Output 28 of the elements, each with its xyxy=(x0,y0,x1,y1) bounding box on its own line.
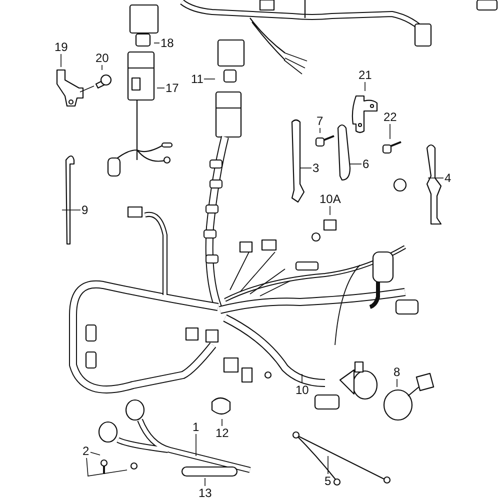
callout-number: 18 xyxy=(160,37,174,49)
callout-number: 12 xyxy=(216,427,229,439)
callout-number: 21 xyxy=(358,69,372,81)
callout-number: 10A xyxy=(320,193,341,205)
leader-line xyxy=(90,452,100,456)
leader-line xyxy=(204,78,216,80)
callout-number: 10 xyxy=(296,384,309,396)
leader-line xyxy=(60,54,62,68)
callout-number: 5 xyxy=(324,475,332,487)
callout-number: 19 xyxy=(54,41,68,53)
callout-number: 9 xyxy=(82,204,88,216)
leader-line xyxy=(154,42,160,44)
callout-number: 7 xyxy=(316,115,324,127)
callout-number: 2 xyxy=(82,445,90,457)
leader-line xyxy=(204,478,206,486)
leader-line xyxy=(86,458,128,476)
leader-line xyxy=(364,82,366,92)
callout-number: 20 xyxy=(96,52,109,64)
leader-line xyxy=(396,378,398,388)
callout-number: 17 xyxy=(166,82,179,94)
callout-number: 4 xyxy=(444,172,452,184)
callout-number: 13 xyxy=(198,487,212,499)
callout-number: 8 xyxy=(394,366,400,378)
callout-number: 22 xyxy=(384,111,397,123)
callout-number: 6 xyxy=(362,158,370,170)
callout-number: 1 xyxy=(192,421,200,433)
callout-number: 11 xyxy=(191,73,204,85)
callout-number: 3 xyxy=(312,162,320,174)
